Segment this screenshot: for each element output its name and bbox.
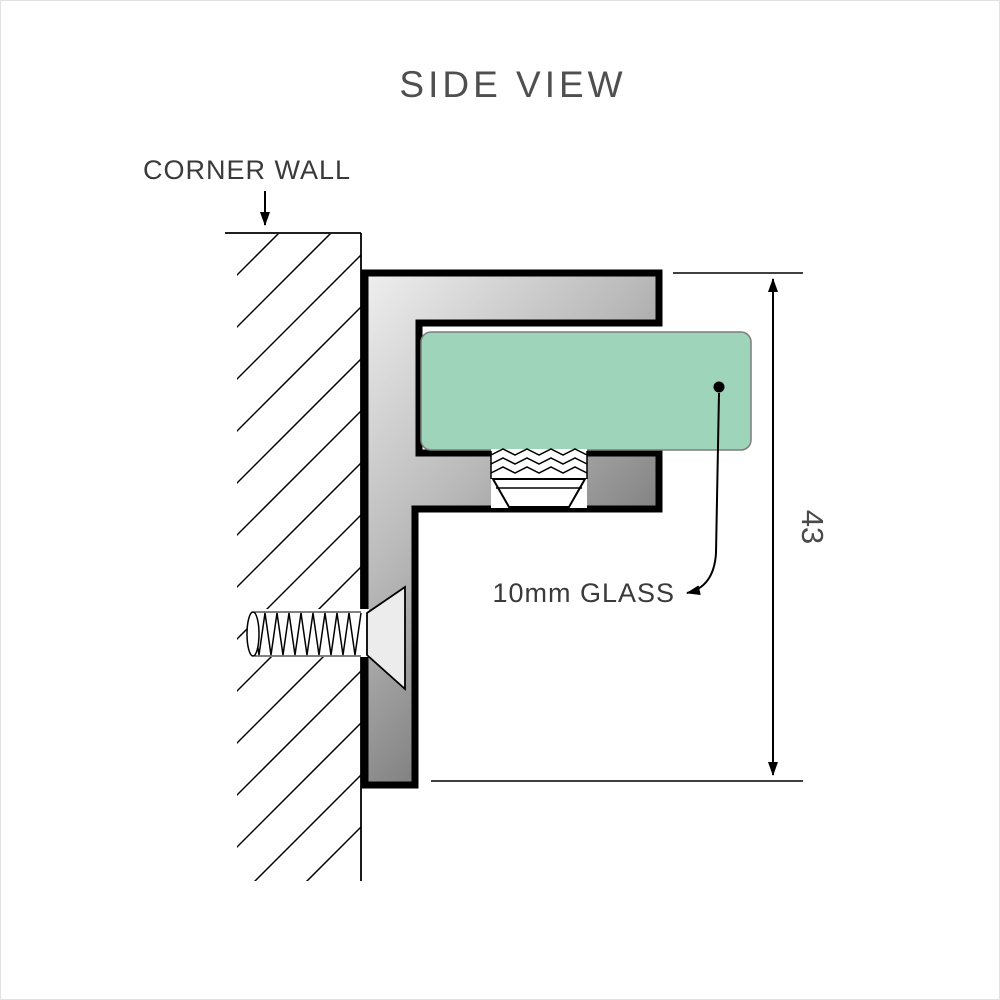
- glass-leader-line: [686, 392, 720, 596]
- glass-callout-label: 10mm GLASS: [492, 578, 675, 608]
- diagram-title: SIDE VIEW: [399, 64, 626, 105]
- glass-leader-dot: [713, 381, 725, 393]
- wall-screw: [246, 585, 406, 692]
- bracket-profile: [361, 269, 663, 789]
- wall-hatching: [237, 234, 361, 881]
- dimension-label: 43: [795, 510, 830, 544]
- glass-panel: [420, 331, 752, 451]
- grub-screw: [490, 448, 588, 508]
- wall-screw-head: [366, 585, 406, 692]
- corner-wall-label: CORNER WALL: [143, 155, 351, 185]
